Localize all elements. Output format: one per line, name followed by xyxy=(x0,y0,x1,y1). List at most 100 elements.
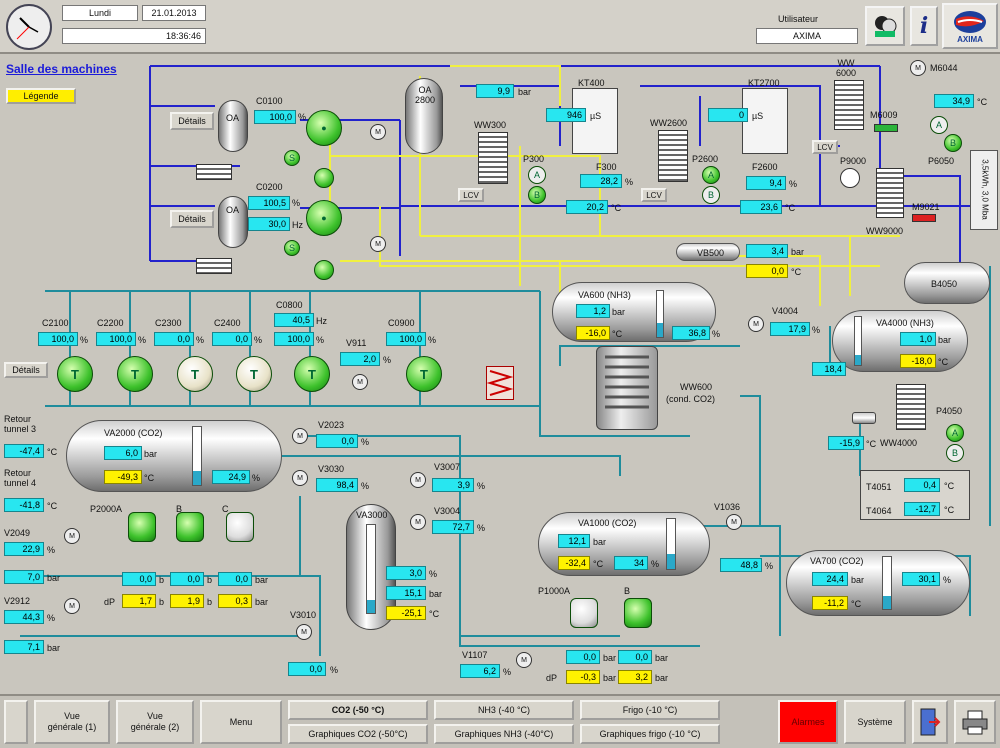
valve-v4004-icon[interactable]: M xyxy=(748,316,764,332)
system-button[interactable]: Système xyxy=(844,700,906,744)
pump-p2000c-icon[interactable] xyxy=(226,512,254,542)
pump-p9000-icon[interactable] xyxy=(840,168,860,188)
nav-co2[interactable]: CO2 (-50 °C) xyxy=(288,700,428,720)
pump-icon[interactable] xyxy=(314,168,334,188)
oil-pump-icon[interactable]: S xyxy=(284,150,300,166)
p2000c-dp-unit: bar xyxy=(255,597,269,607)
pump-p2000b-icon[interactable] xyxy=(176,512,204,542)
valve-v2912-icon[interactable]: M xyxy=(64,598,80,614)
pump-p6050a-icon[interactable]: A xyxy=(930,116,948,134)
valve-v3007-icon[interactable]: M xyxy=(410,472,426,488)
details-button-lp[interactable]: Détails xyxy=(4,362,48,378)
pressure-value: 9,9 xyxy=(476,84,514,98)
v2049-unit: % xyxy=(47,545,56,555)
va700-label: VA700 (CO2) xyxy=(810,556,864,566)
p2000b-pressure-unit: b xyxy=(207,575,213,585)
p2000c-label: C xyxy=(222,504,229,514)
p2000a-label: P2000A xyxy=(90,504,123,514)
axima-logo: AXIMA xyxy=(942,3,998,49)
pump-p300b-icon[interactable]: B xyxy=(528,186,546,204)
nav-spacer-button[interactable] xyxy=(4,700,28,744)
compressor-c0900-icon[interactable]: T xyxy=(406,356,442,392)
ww9000-label: WW9000 xyxy=(866,226,904,236)
v2912-unit: % xyxy=(47,613,56,623)
pump-p2600b-icon[interactable]: B xyxy=(702,186,720,204)
nav-nh3[interactable]: NH3 (-40 °C) xyxy=(434,700,574,720)
nav-graph-frigo[interactable]: Graphiques frigo (-10 °C) xyxy=(580,724,720,744)
valve-icon[interactable]: M xyxy=(370,124,386,140)
p6050-label: P6050 xyxy=(928,156,955,166)
exit-door-icon[interactable] xyxy=(912,700,948,744)
c2300-value: 0,0 xyxy=(154,332,194,346)
alarms-button[interactable]: Alarmes xyxy=(778,700,838,744)
p1000-dp-label: dP xyxy=(546,673,558,683)
details-button-c0100[interactable]: Détails xyxy=(170,112,214,130)
compressor-c2200-icon[interactable]: T xyxy=(117,356,153,392)
valve-icon[interactable]: M xyxy=(370,236,386,252)
p2000c-pressure: 0,0 xyxy=(218,572,252,586)
valve-v3030-icon[interactable]: M xyxy=(292,470,308,486)
compressor-c0100-icon[interactable]: ● xyxy=(306,110,342,146)
vb500-temp: 0,0 xyxy=(746,264,788,278)
valve-v1036-icon[interactable]: M xyxy=(726,514,742,530)
valve-v1107-icon[interactable]: M xyxy=(516,652,532,668)
nav-graph-nh3[interactable]: Graphiques NH3 (-40°C) xyxy=(434,724,574,744)
heat-exchanger-ww300 xyxy=(478,132,508,184)
lcv-button[interactable]: LCV xyxy=(458,188,484,202)
pump-p6050b-icon[interactable]: B xyxy=(944,134,962,152)
print-icon[interactable] xyxy=(954,700,996,744)
valve-v911-icon[interactable]: M xyxy=(352,374,368,390)
valve-v3010-icon[interactable]: M xyxy=(296,624,312,640)
kt2700-value: 0 xyxy=(708,108,748,122)
pump-p300-icon[interactable]: A xyxy=(528,166,546,184)
compressor-c0200-icon[interactable]: ● xyxy=(306,200,342,236)
motor-valve-m6044-icon[interactable]: M xyxy=(910,60,926,76)
operator-icon[interactable] xyxy=(865,6,905,46)
va3000-level: 3,0 xyxy=(386,566,426,580)
va1000-pressure-unit: bar xyxy=(593,537,607,547)
nav-frigo[interactable]: Frigo (-10 °C) xyxy=(580,700,720,720)
oil-pump-icon[interactable]: S xyxy=(284,240,300,256)
va3000-level-unit: % xyxy=(429,569,438,579)
c2100-label: C2100 xyxy=(42,318,69,328)
c2400-value: 0,0 xyxy=(212,332,252,346)
oil-cooler-icon xyxy=(196,164,232,180)
lcv-button[interactable]: LCV xyxy=(641,188,667,202)
oa-label: OA xyxy=(226,113,240,123)
kt2700-unit: µS xyxy=(752,111,764,121)
nav-vue-generale-2[interactable]: Vue générale (2) xyxy=(116,700,194,744)
nav-menu[interactable]: Menu xyxy=(200,700,282,744)
p2000a-dp-unit: b xyxy=(159,597,165,607)
pump-p2600-icon[interactable]: A xyxy=(702,166,720,184)
retour-tunnel-3-label: Retour tunnel 3 xyxy=(4,414,37,434)
p2600-label: P2600 xyxy=(692,154,719,164)
nav-graph-co2[interactable]: Graphiques CO2 (-50°C) xyxy=(288,724,428,744)
pump-p1000b-icon[interactable] xyxy=(624,598,652,628)
lcv-button[interactable]: LCV xyxy=(812,140,838,154)
pump-p2000a-icon[interactable] xyxy=(128,512,156,542)
pump-p4050b-icon[interactable]: B xyxy=(946,444,964,462)
compressor-c2300-icon[interactable]: T xyxy=(177,356,213,392)
details-button-c0200[interactable]: Détails xyxy=(170,210,214,228)
compressor-c0800-icon[interactable]: T xyxy=(294,356,330,392)
valve-v2049-icon[interactable]: M xyxy=(64,528,80,544)
c2400-unit: % xyxy=(254,335,263,345)
v1036-label: V1036 xyxy=(714,502,741,512)
pump-p4050a-icon[interactable]: A xyxy=(946,424,964,442)
v2023-value: 0,0 xyxy=(316,434,358,448)
compressor-c2400-icon[interactable]: T xyxy=(236,356,272,392)
valve-m9021-icon[interactable] xyxy=(912,214,936,222)
page-title[interactable]: Salle des machines xyxy=(6,62,117,76)
v2912-value: 44,3 xyxy=(4,610,44,624)
p2000b-pressure: 0,0 xyxy=(170,572,204,586)
compressor-c2100-icon[interactable]: T xyxy=(57,356,93,392)
valve-v2023-icon[interactable]: M xyxy=(292,428,308,444)
valve-m6009-icon[interactable] xyxy=(874,124,898,132)
pump-p1000a-icon[interactable] xyxy=(570,598,598,628)
info-icon[interactable]: i xyxy=(910,6,938,46)
nav-vue-generale-1[interactable]: Vue générale (1) xyxy=(34,700,110,744)
m6044-value: 34,9 xyxy=(934,94,974,108)
valve-v3004-icon[interactable]: M xyxy=(410,514,426,530)
legend-button[interactable]: Légende xyxy=(6,88,76,104)
pump-icon[interactable] xyxy=(314,260,334,280)
